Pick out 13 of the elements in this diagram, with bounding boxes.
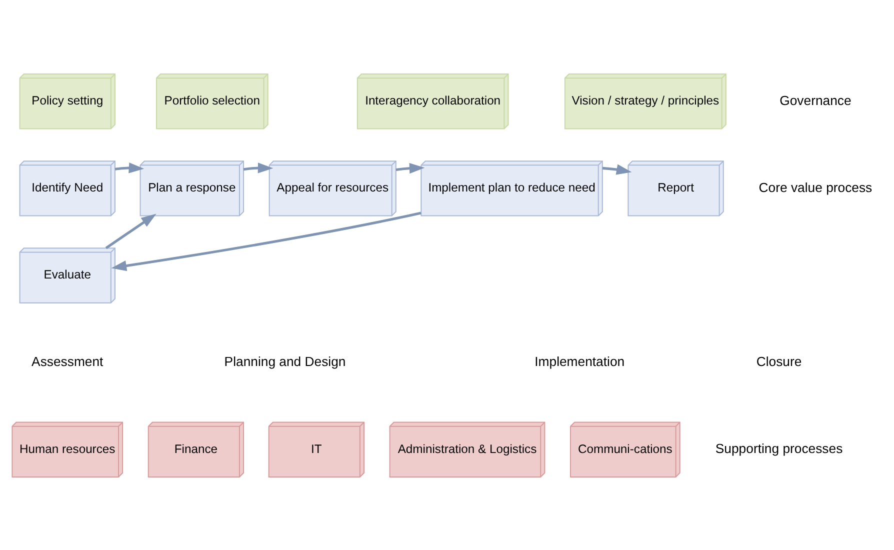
- arrow: [602, 164, 632, 174]
- label: Implementation: [534, 354, 625, 368]
- arrow: [105, 213, 156, 249]
- label: Core value process: [758, 179, 872, 194]
- arrow: [243, 162, 274, 173]
- arrow: [396, 162, 425, 174]
- arrow: [114, 162, 144, 173]
- label: Planning and Design: [224, 354, 346, 368]
- label: Assessment: [32, 354, 104, 368]
- label: Supporting processes: [715, 440, 843, 456]
- arrow: [111, 211, 422, 271]
- label: Closure: [756, 354, 802, 368]
- label: Governance: [780, 92, 852, 108]
